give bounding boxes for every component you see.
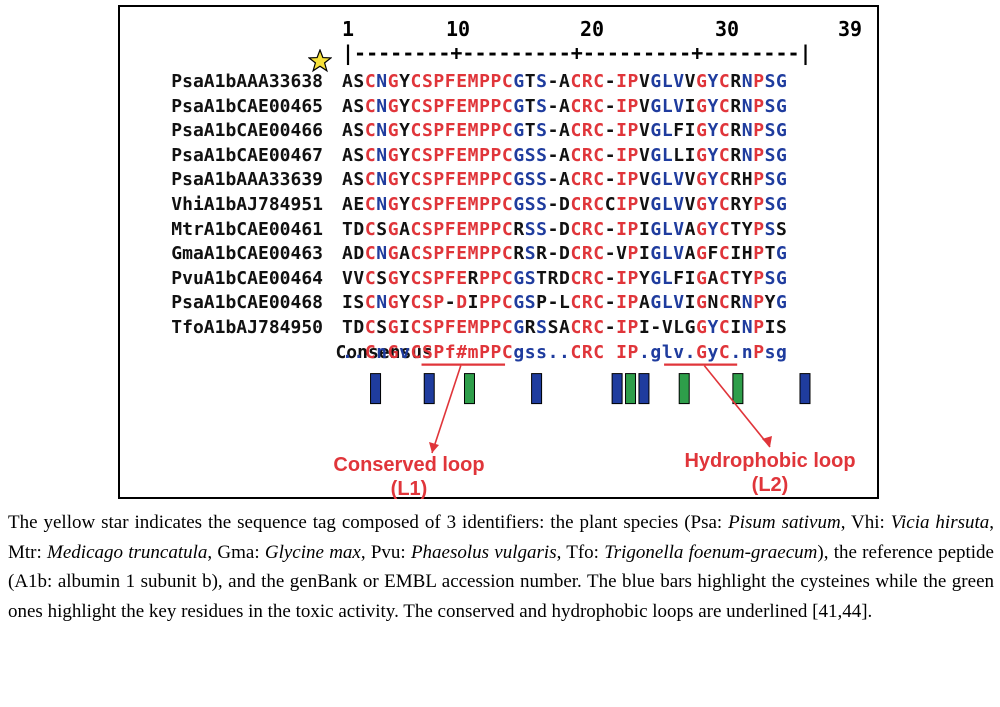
sequence-row: PsaA1bCAE00467 ASCNGYCSPFEMPPCGSS-ACRC-IP…	[120, 145, 881, 169]
sequence-residues: ASCNGYCSPFEMPPCGTS-ACRC-IPVGLFIGYCRNPSG	[342, 120, 788, 142]
star-icon	[308, 49, 332, 73]
hydrophobic-loop-label: Hydrophobic loop (L2)	[665, 449, 875, 497]
sequence-name: PsaA1bAAA33639	[171, 169, 323, 191]
sequence-residues: ISCNGYCSP-DIPPCGSP-LCRC-IPAGLVIGNCRNPYG	[342, 292, 788, 314]
conserved-loop-title: Conserved loop	[333, 454, 485, 476]
sequence-residues: ASCNGYCSPFEMPPCGTS-ACRC-IPVGLVIGYCRNPSG	[342, 95, 788, 117]
position-ruler-line: |--------+---------+---------+--------|	[342, 41, 812, 65]
conserved-loop-arrow	[431, 365, 462, 454]
figure-caption: The yellow star indicates the sequence t…	[8, 508, 994, 626]
conserved-loop-arrowhead	[429, 442, 439, 453]
caption-text: The yellow star indicates the sequence t…	[8, 512, 729, 533]
sequence-name: MtrA1bCAE00461	[171, 218, 323, 240]
sequence-name: GmaA1bCAE00463	[171, 243, 323, 265]
hydrophobic-loop-arrow	[703, 365, 771, 448]
sequence-residues: AECNGYCSPFEMPPCGSS-DCRCCIPVGLVVGYCRYPSG	[342, 194, 788, 215]
residue-highlight-bar	[799, 373, 811, 405]
ruler-number: 30	[715, 17, 740, 41]
sequence-row: PsaA1bAAA33639 ASCNGYCSPFEMPPCGSS-ACRC-IP…	[120, 169, 881, 193]
sequence-row: MtrA1bCAE00461 TDCSGACSPFEMPPCRSS-DCRC-IP…	[120, 219, 881, 243]
consensus-row: Consensus..CnGvCSPf#mPPCgss..CRC IP.glv.…	[120, 342, 881, 366]
residue-highlight-bar	[531, 373, 543, 405]
consensus-sequence: ..CnGvCSPf#mPPCgss..CRC IP.glv.GyC.nPsg	[342, 341, 788, 363]
conserved-loop-label: Conserved loop (L1)	[304, 453, 514, 501]
ruler-number: 10	[446, 17, 471, 41]
sequence-row: GmaA1bCAE00463 ADCNGACSPFEMPPCRSR-DCRC-VP…	[120, 243, 881, 267]
sequence-name: PsaA1bCAE00466	[171, 120, 323, 142]
sequence-row: PsaA1bAAA33638 ASCNGYCSPFEMPPCGTS-ACRC-IP…	[120, 71, 881, 95]
hydrophobic-loop-arrowhead	[762, 436, 772, 447]
sequence-residues: ADCNGACSPFEMPPCRSR-DCRC-VPIGLVAGFCIHPTG	[342, 243, 788, 265]
residue-highlight-bar	[678, 373, 690, 405]
sequence-residues: ASCNGYCSPFEMPPCGSS-ACRC-IPVGLVVGYCRHPSG	[342, 169, 788, 191]
sequence-row: PsaA1bCAE00466 ASCNGYCSPFEMPPCGTS-ACRC-IP…	[120, 120, 881, 144]
sequence-row: TfoA1bAJ784950 TDCSGICSPFEMPPCGRSSACRC-IP…	[120, 317, 881, 341]
residue-highlight-bar	[625, 373, 637, 405]
sequence-residues: ASCNGYCSPFEMPPCGSS-ACRC-IPVGLLIGYCRNPSG	[342, 144, 788, 166]
caption-species: Vicia hirsuta	[890, 512, 990, 533]
residue-highlight-bar	[423, 373, 435, 405]
sequence-residues: TDCSGICSPFEMPPCGRSSACRC-IPI-VLGGYCINPIS	[342, 317, 788, 338]
caption-species: Medicago truncatula	[47, 541, 208, 563]
ruler-number: 1	[342, 17, 355, 41]
residue-highlight-bar	[370, 373, 382, 405]
residue-highlight-bar	[732, 373, 744, 405]
caption-text: , Pvu:	[360, 541, 411, 563]
sequence-row: VhiA1bAJ784951 AECNGYCSPFEMPPCGSS-DCRCCIP…	[120, 194, 881, 218]
caption-text: , Mtr:	[8, 512, 995, 563]
residue-highlight-bar	[611, 373, 623, 405]
caption-species: Glycine max	[264, 541, 361, 563]
ruler-number: 20	[580, 17, 605, 41]
caption-species: Phaesolus vulgaris	[410, 541, 557, 563]
sequence-row: PsaA1bCAE00465 ASCNGYCSPFEMPPCGTS-ACRC-IP…	[120, 96, 881, 120]
sequence-residues: TDCSGACSPFEMPPCRSS-DCRC-IPIGLVAGYCTYPSS	[342, 218, 788, 240]
caption-text: , Tfo:	[556, 541, 605, 563]
caption-species: Pisum sativum	[728, 512, 841, 533]
residue-highlight-bar	[463, 373, 475, 405]
caption-text: , Vhi:	[840, 512, 891, 533]
conserved-loop-code: (L1)	[390, 478, 428, 500]
position-ruler-numbers: 1 10 20 30 39	[342, 17, 872, 43]
sequence-row: PsaA1bCAE00468 ISCNGYCSP-DIPPCGSP-LCRC-IP…	[120, 292, 881, 316]
sequence-row: PvuA1bCAE00464 VVCSGYCSPFERPPCGSTRDCRC-IP…	[120, 268, 881, 292]
residue-highlight-bar	[638, 373, 650, 405]
caption-text: , Gma:	[207, 541, 265, 563]
alignment-figure: 1 10 20 30 39 |--------+---------+------…	[118, 5, 881, 501]
sequence-residues: ASCNGYCSPFEMPPCGTS-ACRC-IPVGLVVGYCRNPSG	[342, 71, 788, 92]
caption-species: Trigonella foenum-graecum	[604, 541, 818, 563]
sequence-name: PsaA1bCAE00467	[171, 144, 323, 166]
sequence-name: TfoA1bAJ784950	[171, 317, 323, 338]
sequence-residues: VVCSGYCSPFERPPCGSTRDCRC-IPYGLFIGACTYPSG	[342, 267, 788, 289]
sequence-name: PsaA1bCAE00468	[171, 292, 323, 314]
hydrophobic-loop-title: Hydrophobic loop	[684, 450, 856, 472]
ruler-number: 39	[838, 17, 863, 41]
sequence-name: PsaA1bAAA33638	[171, 71, 323, 92]
caption-text: ), the reference peptide (A1b: albumin 1…	[8, 541, 994, 622]
sequence-name: PsaA1bCAE00465	[171, 95, 323, 117]
consensus-label: Consensus	[335, 341, 433, 363]
sequence-name: VhiA1bAJ784951	[171, 194, 323, 215]
sequence-name: PvuA1bCAE00464	[171, 267, 323, 289]
hydrophobic-loop-code: (L2)	[751, 474, 789, 496]
